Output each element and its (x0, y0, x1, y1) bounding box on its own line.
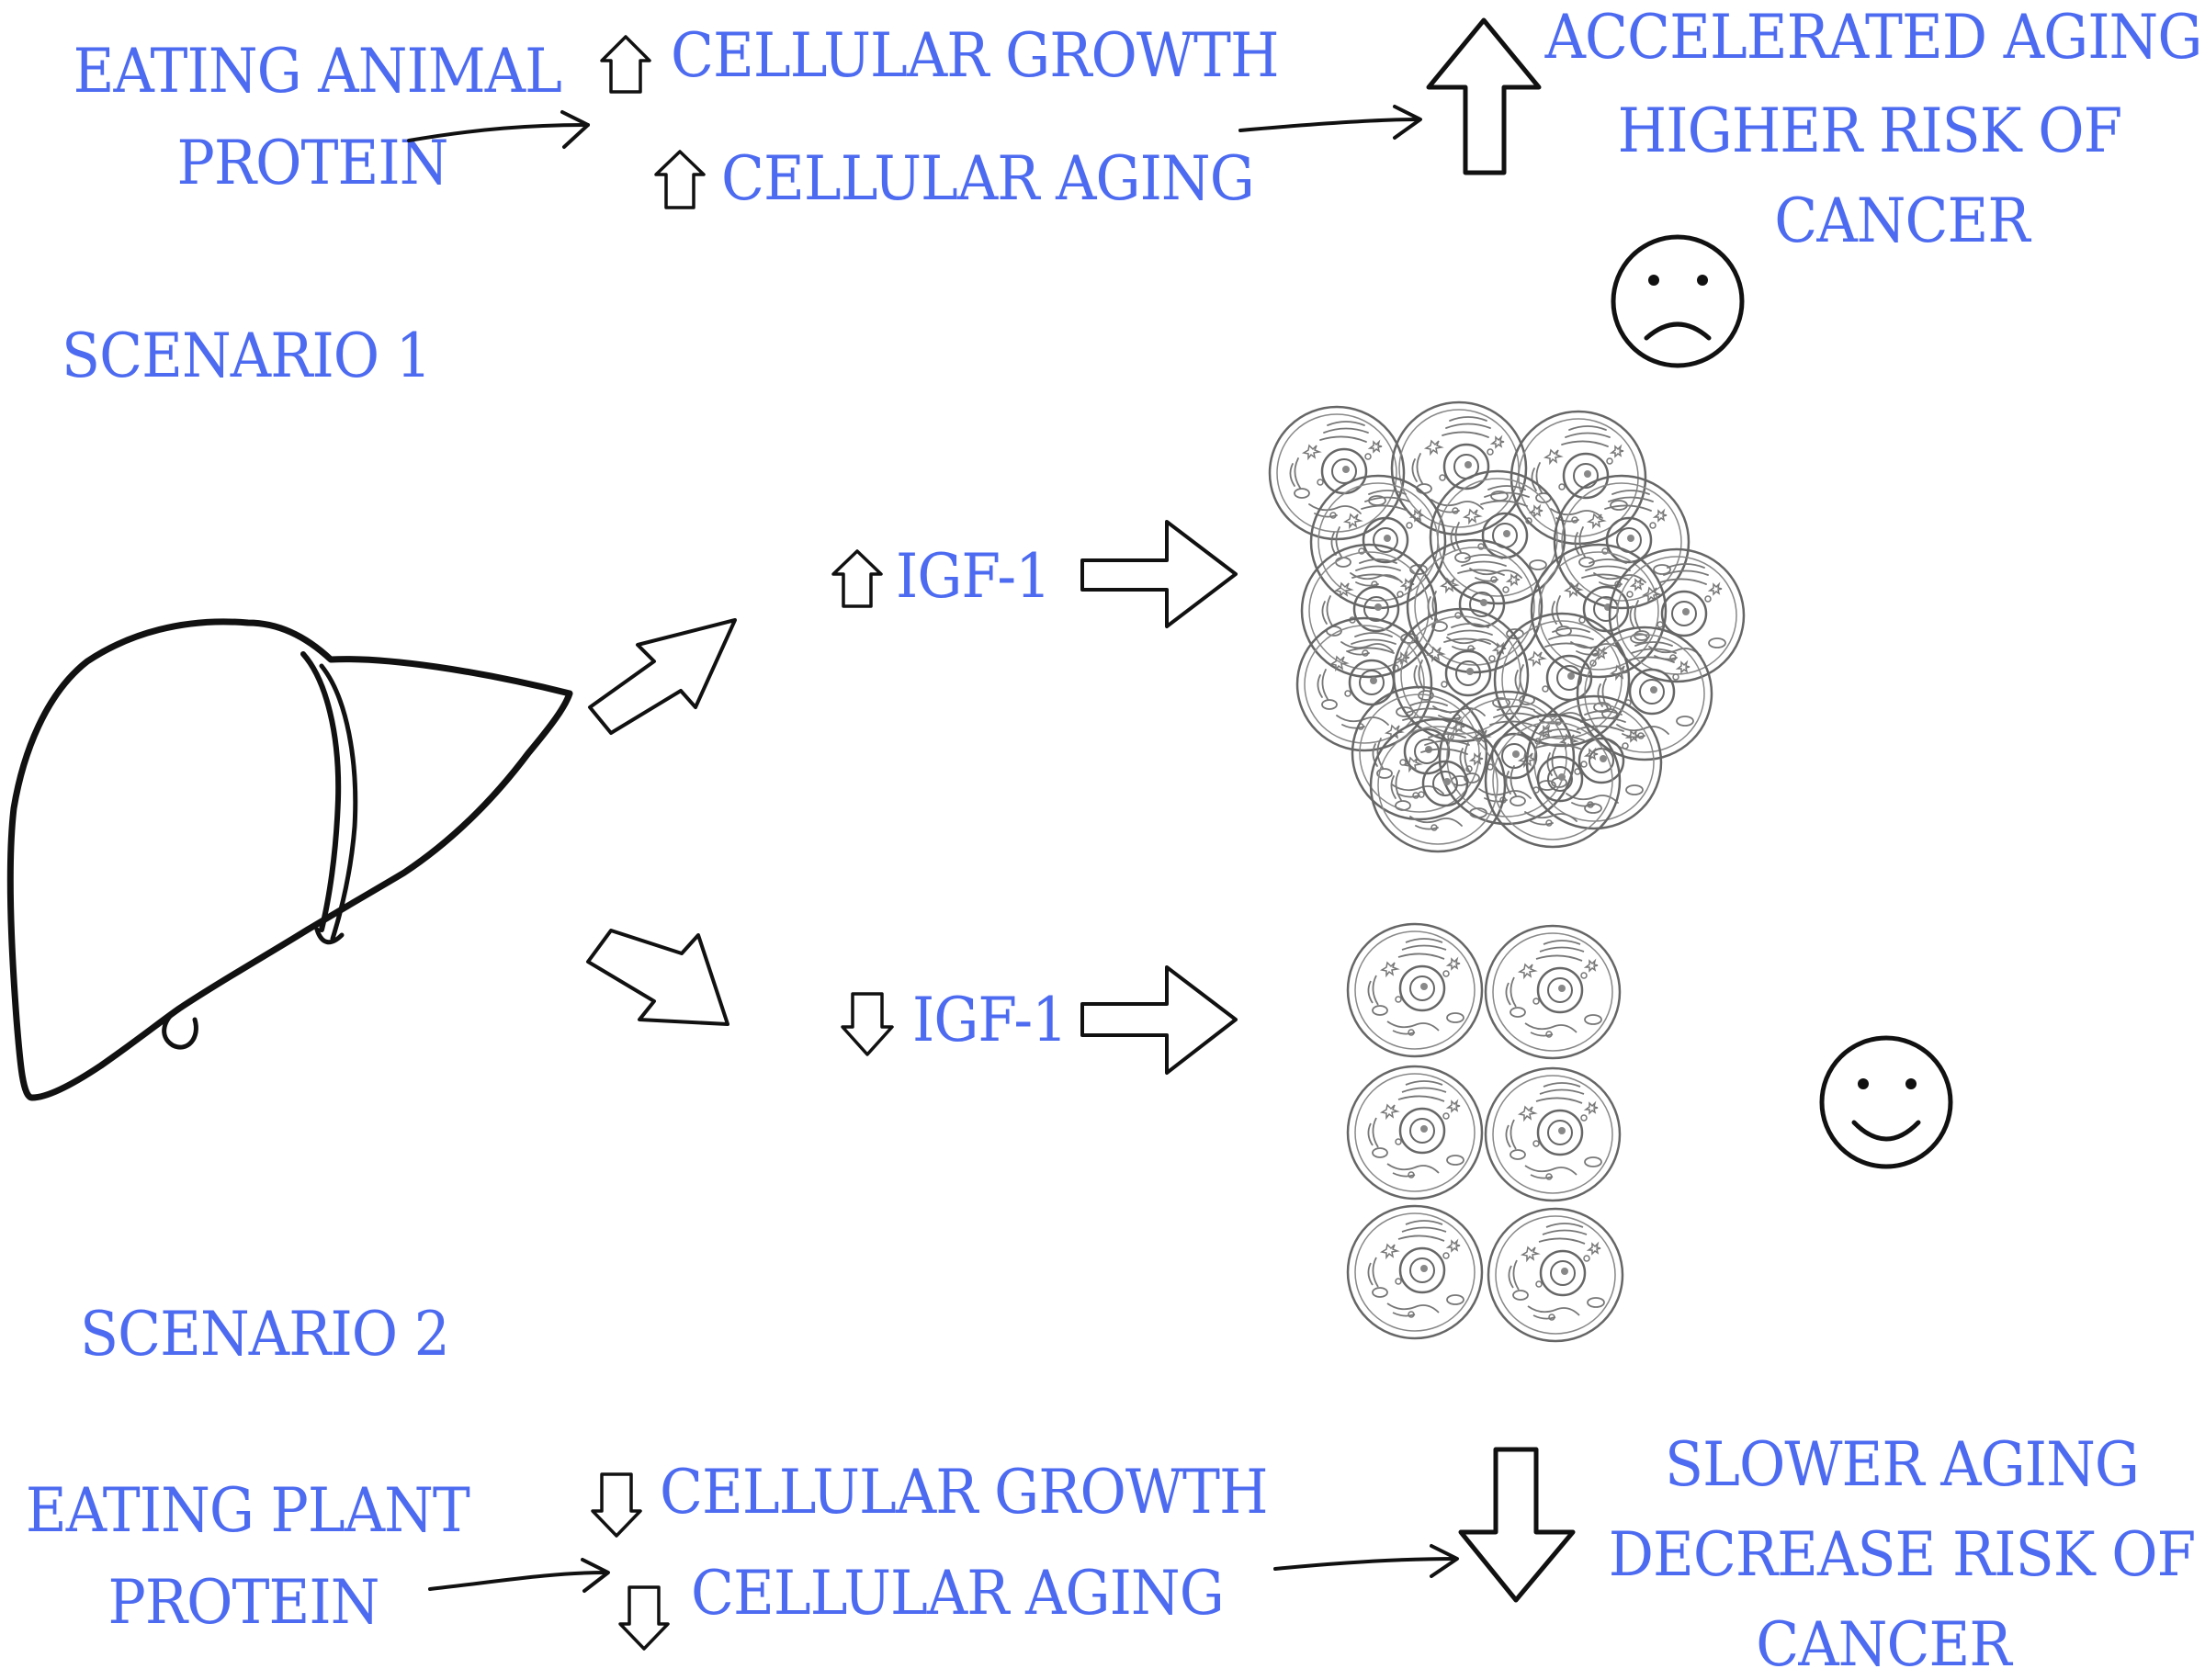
hollow-arrow-right-icon (1080, 520, 1238, 628)
arrow-up-icon (831, 549, 883, 608)
s2-outcome-line3: CANCER (1756, 1609, 2011, 1680)
s1-arrow-input-head (560, 110, 590, 149)
s1-hormone-label: IGF-1 (896, 541, 1051, 612)
dense-cell-cluster (1268, 400, 1746, 853)
s2-outcome-line1: SLOWER AGING (1665, 1429, 2140, 1500)
s1-outcome-line2: HIGHER RISK OF (1617, 96, 2123, 166)
arrow-down-icon (841, 992, 894, 1056)
arrow-up-icon (654, 150, 706, 209)
big-arrow-down-icon (1458, 1447, 1576, 1603)
sparse-cell-grid (1346, 922, 1624, 1343)
s2-outcome-line2: DECREASE RISK OF (1608, 1519, 2197, 1590)
scenario-1-title: SCENARIO 1 (62, 321, 432, 391)
s1-effect-growth: CELLULAR GROWTH (671, 20, 1280, 91)
s2-input-line1: EATING PLANT (25, 1475, 470, 1546)
s1-outcome-line3: CANCER (1774, 186, 2030, 256)
s1-effect-aging: CELLULAR AGING (721, 143, 1255, 214)
s2-input-line2: PROTEIN (107, 1567, 379, 1638)
big-arrow-up-icon (1426, 17, 1542, 175)
s2-arrow-input (428, 1571, 608, 1591)
s1-input-line1: EATING ANIMAL (73, 36, 562, 107)
s2-arrow-output-head (1430, 1544, 1459, 1578)
s1-input-line2: PROTEIN (176, 128, 448, 198)
s2-hormone-label: IGF-1 (912, 985, 1068, 1055)
s1-arrow-output (1238, 118, 1421, 132)
sad-face-icon (1611, 234, 1745, 368)
hollow-arrow-right-icon (1080, 965, 1238, 1075)
liver-icon (6, 618, 573, 1101)
s2-arrow-output (1273, 1557, 1458, 1571)
scenario-2-title: SCENARIO 2 (80, 1299, 450, 1370)
s1-arrow-output-head (1393, 105, 1422, 140)
s2-effect-growth: CELLULAR GROWTH (660, 1457, 1269, 1528)
s2-arrow-input-head (581, 1558, 610, 1593)
s2-effect-aging: CELLULAR AGING (691, 1558, 1225, 1629)
arrow-up-icon (600, 35, 651, 94)
smiley-face-icon (1819, 1035, 1953, 1169)
hollow-arrow-up-right-icon (588, 618, 737, 735)
arrow-down-icon (591, 1472, 642, 1538)
s1-outcome-line1: ACCELERATED AGING (1544, 2, 2203, 73)
hollow-arrow-down-right-icon (586, 929, 729, 1026)
arrow-down-icon (618, 1585, 670, 1651)
s1-arrow-input (407, 123, 590, 142)
